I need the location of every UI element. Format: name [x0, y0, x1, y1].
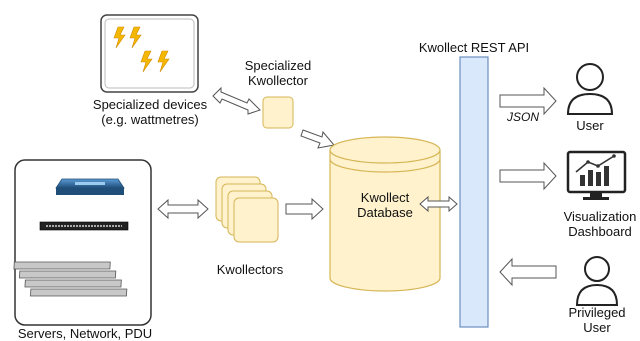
arrow-devices-kwollector	[212, 86, 261, 115]
user-label: User	[576, 118, 604, 133]
lightning-icon	[113, 26, 170, 73]
specialized-kwollector-box	[262, 96, 294, 129]
network-switch-icon	[55, 178, 125, 195]
database-node	[329, 136, 441, 292]
specialized-devices-node	[100, 14, 199, 93]
rest-api-label: Kwollect REST API	[418, 40, 530, 55]
servers-label: Servers, Network, PDU	[17, 326, 153, 341]
json-label: JSON	[506, 110, 539, 124]
arrow-api-visualization	[499, 161, 557, 191]
privileged-user-line2: User	[583, 320, 611, 335]
visualization-line1: Visualization	[563, 209, 637, 224]
arrow-database-api	[419, 195, 458, 213]
arrow-servers-kwollectors	[157, 198, 209, 220]
specialized-kwollector-line2: Kwollector	[248, 73, 308, 88]
specialized-devices-line1: Specialized devices	[92, 97, 208, 112]
privileged-user-line1: Privileged	[568, 305, 626, 320]
database-label: Kwollect Database	[335, 190, 435, 220]
arrow-kwollectors-database	[285, 197, 324, 221]
specialized-devices-line2: (e.g. wattmetres)	[101, 112, 199, 127]
specialized-kwollector-line1: Specialized	[244, 58, 312, 73]
kwollectors-stack	[215, 176, 279, 243]
database-line2: Database	[357, 205, 413, 220]
kwollectors-label: Kwollectors	[216, 262, 284, 277]
specialized-kwollector-label: Specialized Kwollector	[238, 58, 318, 88]
servers-node	[13, 159, 152, 326]
arrow-privileged-user-api	[499, 257, 557, 287]
database-line1: Kwollect	[360, 190, 410, 205]
arrow-api-user	[499, 86, 557, 116]
visualization-line2: Dashboard	[568, 224, 632, 239]
network-switch-icon	[39, 221, 129, 231]
visualization-label: Visualization Dashboard	[555, 209, 640, 239]
user-icon	[566, 63, 614, 115]
specialized-devices-label: Specialized devices (e.g. wattmetres)	[70, 97, 230, 127]
user-icon	[575, 256, 619, 306]
arrow-kwollector-database	[300, 129, 335, 149]
rest-api-bar	[459, 56, 489, 328]
server-rack-icon	[13, 261, 128, 297]
monitor-chart-icon	[566, 150, 627, 200]
privileged-user-label: Privileged User	[562, 305, 632, 335]
